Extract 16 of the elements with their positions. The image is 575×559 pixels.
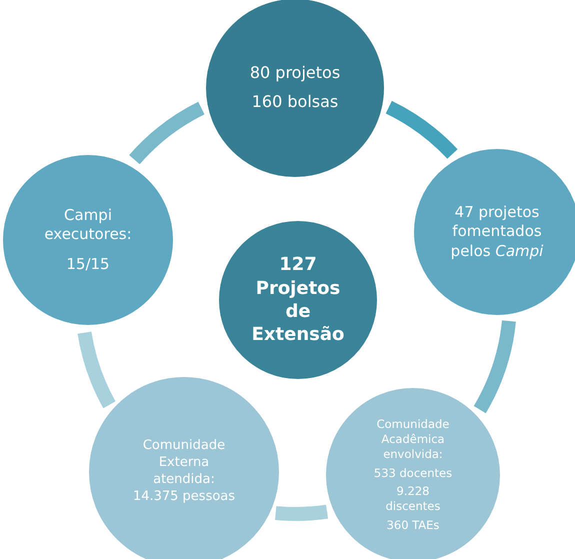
node-text: Comunidade Acadêmica envolvida:: [376, 416, 450, 462]
ring-connector: [129, 102, 205, 165]
node-text: 533 docentes: [374, 466, 452, 480]
node-text: Comunidade Externa atendida: 14.375 pessoas: [132, 438, 236, 506]
ring-connector: [275, 504, 328, 521]
ring-connector: [474, 320, 516, 413]
node-text: 127 Projetos de Extensão: [252, 253, 344, 347]
node-text: 80 projetos: [250, 63, 340, 84]
node-text: 9.228 discentes: [384, 484, 442, 514]
ring-connector: [78, 331, 116, 408]
node-text: 360 TAEs: [386, 518, 440, 534]
ring-connector: [385, 101, 458, 160]
node-text: 160 bolsas: [252, 92, 338, 113]
node-text: 47 projetos fomentados pelos Campi: [450, 202, 544, 262]
node-text: Campi executores:: [43, 206, 133, 245]
node-text: 15/15: [66, 254, 110, 274]
